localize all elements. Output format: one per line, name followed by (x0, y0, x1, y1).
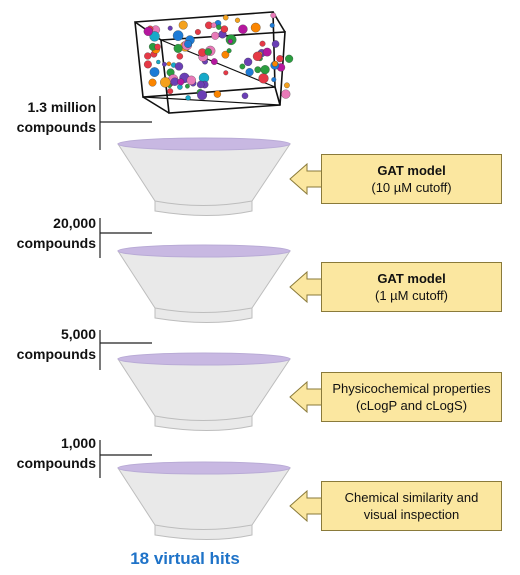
compound-dot (166, 61, 172, 67)
compound-dot (154, 43, 161, 51)
filter-1-detail: (10 µM cutoff) (371, 180, 452, 195)
compound-dot (221, 50, 230, 59)
stage-2-count-value: 20,000 (53, 215, 96, 231)
filter-arrows (289, 162, 323, 523)
filter-box-similarity: Chemical similarity and visual inspectio… (321, 481, 502, 531)
compound-dot (144, 52, 152, 60)
compound-dot (238, 24, 248, 34)
stage-1-count-unit: compounds (16, 119, 96, 135)
compound-dot (177, 78, 185, 86)
compound-dot (220, 25, 229, 33)
compound-dot (276, 55, 284, 63)
compound-dot (254, 66, 262, 74)
filter-arrow-4 (289, 489, 323, 523)
compound-dot (186, 75, 196, 85)
filter-4-title: Chemical similarity and (344, 490, 479, 505)
compound-dot (194, 29, 201, 35)
compound-dot (176, 53, 184, 60)
compound-dot (197, 90, 208, 101)
compound-dot (149, 67, 160, 77)
compound-dot (269, 22, 275, 28)
compound-dot (143, 26, 153, 36)
filter-box-gat-1um: GAT model (1 µM cutoff) (321, 262, 502, 312)
count-brackets (99, 96, 152, 478)
filter-box-physicochemical: Physicochemical properties (cLogP and cL… (321, 372, 502, 422)
funnel-2 (117, 244, 291, 323)
stage-2-count-unit: compounds (16, 235, 96, 251)
compound-dot (281, 89, 291, 99)
compound-dot (167, 25, 173, 31)
compound-dot (211, 22, 217, 28)
compound-dot (272, 60, 278, 67)
compound-dot (185, 83, 190, 89)
compound-dot (228, 38, 233, 44)
compound-dot (196, 80, 205, 89)
filter-arrow-2 (289, 270, 323, 304)
funnel-1 (117, 137, 291, 216)
compound-dot (271, 40, 280, 48)
compound-dot (213, 90, 222, 98)
result-label: 18 virtual hits (130, 549, 240, 568)
compound-dot (210, 58, 218, 65)
compound-dot (250, 22, 261, 33)
compound-dot (184, 40, 193, 48)
compound-dot (262, 47, 272, 57)
compound-dot (259, 40, 266, 47)
compound-dot (204, 48, 212, 56)
compound-dot (258, 73, 269, 84)
compound-dot (173, 43, 183, 53)
stage-4-count: 1,000 compounds (0, 433, 96, 473)
filter-2-title: GAT model (377, 271, 446, 286)
compound-dot (162, 61, 167, 67)
compound-dot (178, 20, 188, 30)
compound-dot (222, 14, 229, 21)
filter-3-title: Physicochemical properties (332, 381, 491, 396)
stage-3-count-unit: compounds (16, 346, 96, 362)
compound-dot (216, 24, 222, 30)
compound-dot (243, 57, 253, 67)
stage-3-count-value: 5,000 (60, 326, 96, 342)
compound-dot (234, 17, 241, 23)
filter-arrow-1 (289, 162, 323, 196)
stage-4-count-unit: compounds (16, 455, 96, 471)
compound-dot (260, 65, 270, 75)
stage-1-count-value: 1.3 million (27, 99, 96, 115)
compound-dot (226, 48, 232, 54)
compound-dot (148, 78, 157, 87)
filter-arrow-3 (289, 380, 323, 414)
compound-dot (156, 59, 161, 65)
funnel-stack (117, 137, 291, 540)
filter-3-detail: (cLogP and cLogS) (355, 398, 468, 413)
filter-2-detail: (1 µM cutoff) (375, 288, 448, 303)
stage-4-count-value: 1,000 (60, 435, 96, 451)
compound-dot (270, 12, 277, 19)
funnel-4 (117, 461, 291, 540)
compound-library-cube (134, 11, 286, 114)
compound-dot (245, 68, 254, 77)
compound-dot (185, 95, 191, 101)
compound-dot (239, 63, 246, 70)
compound-dot (172, 30, 184, 41)
compound-dot (284, 82, 290, 89)
compound-dot (167, 88, 174, 95)
compound-dot (223, 70, 229, 76)
filter-box-gat-10um: GAT model (10 µM cutoff) (321, 154, 502, 204)
compound-dot (143, 60, 152, 69)
funnel-3 (117, 352, 291, 431)
stage-3-count: 5,000 compounds (0, 324, 96, 364)
filter-4-detail: visual inspection (363, 507, 460, 522)
compound-dot (149, 31, 160, 42)
compound-dot (285, 54, 294, 63)
stage-1-count: 1.3 million compounds (0, 97, 96, 137)
compound-dot (241, 92, 249, 100)
stage-2-count: 20,000 compounds (0, 213, 96, 253)
compound-dot (271, 77, 277, 83)
compound-dot (174, 62, 184, 71)
compound-dot (252, 51, 263, 61)
compound-dot (211, 31, 220, 40)
filter-1-title: GAT model (377, 163, 446, 178)
compound-dot (160, 77, 171, 88)
compound-dots (143, 12, 294, 101)
